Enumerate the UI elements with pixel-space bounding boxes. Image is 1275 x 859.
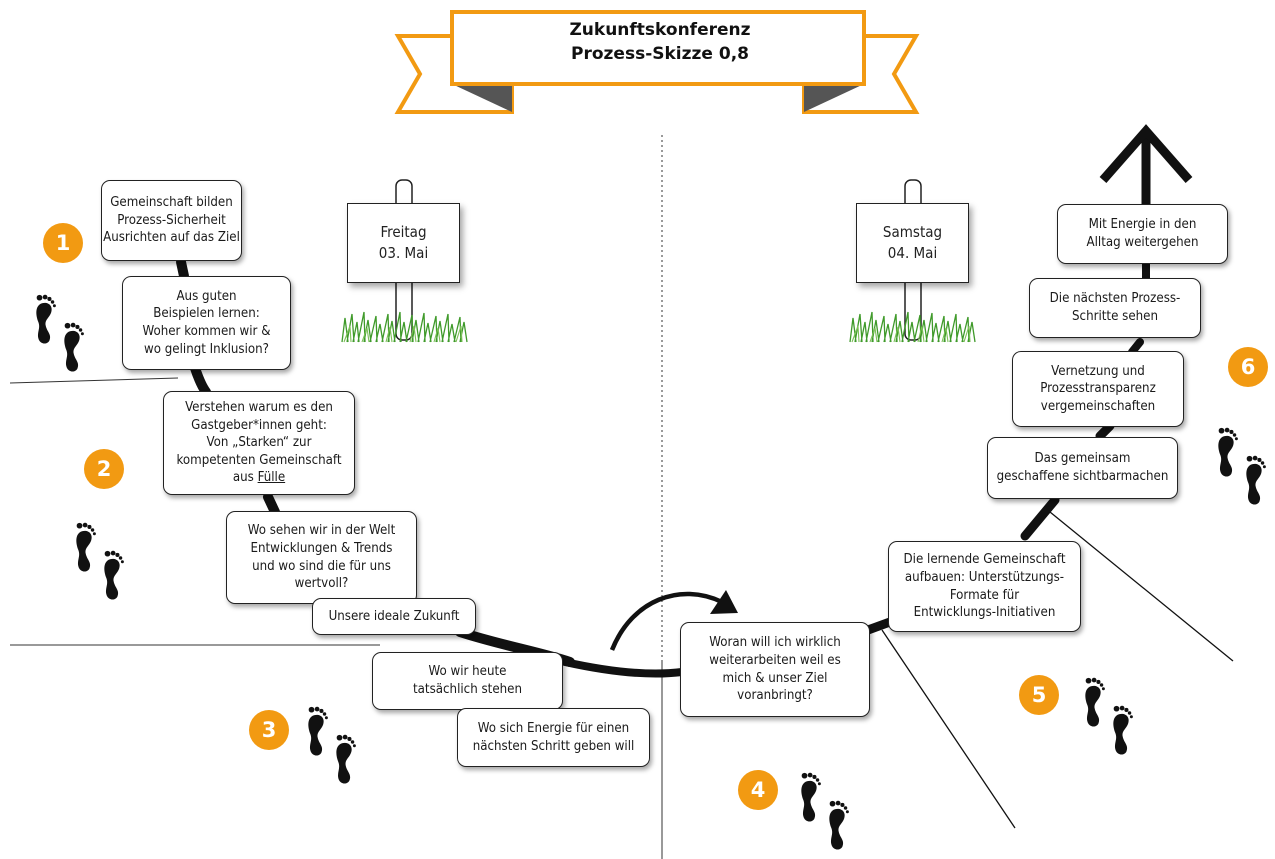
box-text-line: nächsten Schritt geben will <box>472 738 635 754</box>
box-text-line: Das gemeinsam <box>1034 451 1131 467</box>
box-verstehen-warum: Verstehen warum es den Gastgeber*innen g… <box>163 391 355 495</box>
diagonal-line-2 <box>1049 511 1234 662</box>
box-text-line: Die lernende Gemeinschaft <box>903 552 1066 568</box>
box-text-line: Unsere ideale Zukunft <box>328 608 460 624</box>
box-ideale-zukunft: Unsere ideale Zukunft <box>312 598 476 635</box>
box-lernende-gemeinschaft: Die lernende Gemeinschaft aufbauen: Unte… <box>888 541 1081 632</box>
box-text-underlined: Fülle <box>257 470 286 486</box>
footprints-icon <box>76 523 124 600</box>
box-text-line: Woher kommen wir & <box>142 324 271 339</box>
box-vernetzung: Vernetzung und Prozesstransparenz vergem… <box>1012 351 1184 427</box>
box-text-line: Die nächsten Prozess- <box>1049 291 1181 307</box>
box-naechste-prozess-schritte: Die nächsten Prozess- Schritte sehen <box>1029 278 1201 338</box>
box-text-line: wo gelingt Inklusion? <box>144 341 269 357</box>
process-path <box>176 257 1150 678</box>
sign-saturday: Samstag 04. Mai <box>856 203 969 283</box>
box-text-line: Formate für <box>949 587 1020 603</box>
box-text-line: Woran will ich wirklich <box>709 635 841 651</box>
box-text-line: und wo sind die für uns <box>252 558 391 574</box>
sign-date: 04. Mai <box>887 244 938 262</box>
box-text-line: voranbringt? <box>737 688 813 704</box>
box-text-line: Entwicklungen & Trends <box>250 540 393 556</box>
step-badge-3: 3 <box>249 710 289 750</box>
box-text-line: Verstehen warum es den <box>185 400 333 416</box>
box-text-line: vergemeinschaften <box>1040 398 1156 414</box>
box-text-line: Prozesstransparenz <box>1040 381 1156 397</box>
box-text-line: mich & unser Ziel <box>722 670 828 686</box>
box-text-line: Vernetzung und <box>1051 363 1145 379</box>
box-text-line: Beispielen lernen: <box>153 306 260 322</box>
left-horizontal-line-top <box>9 377 179 384</box>
step-badge-5: 5 <box>1019 675 1059 715</box>
sign-date: 03. Mai <box>378 244 429 262</box>
banner-ribbon <box>394 10 920 114</box>
step-badge-6: 6 <box>1228 347 1268 387</box>
box-gemeinschaft-bilden: Gemeinschaft bilden Prozess-Sicherheit A… <box>101 180 242 261</box>
box-text-prefix: aus <box>232 470 258 486</box>
box-text-line: Schritte sehen <box>1072 309 1158 324</box>
sign-day: Samstag <box>882 223 943 241</box>
box-text-line: wertvoll? <box>294 576 349 592</box>
box-wo-wir-heute: Wo wir heute tatsächlich stehen <box>372 652 563 710</box>
footprints-icon <box>308 707 356 784</box>
box-text-line: Gastgeber*innen geht: <box>191 417 327 433</box>
box-text-line: Entwicklungs-Initiativen <box>913 605 1056 621</box>
box-woran-weiterarbeiten: Woran will ich wirklich weiterarbeiten w… <box>680 622 870 717</box>
banner-title-line2: Prozess-Skizze 0,8 <box>571 44 749 64</box>
box-text-line: Mit Energie in den <box>1088 217 1197 233</box>
curved-arrow-icon <box>609 590 738 651</box>
box-text-line: Wo wir heute <box>428 664 507 680</box>
box-text-line: Wo sehen wir in der Welt <box>247 523 396 539</box>
box-energie-alltag: Mit Energie in den Alltag weitergehen <box>1057 204 1228 264</box>
box-text-line: aus Fülle <box>233 469 285 487</box>
box-welt-trends: Wo sehen wir in der Welt Entwicklungen &… <box>226 511 417 604</box>
box-text-line: Gemeinschaft bilden <box>110 195 233 211</box>
banner-title: Zukunftskonferenz Prozess-Skizze 0,8 <box>455 18 865 66</box>
sign-day: Freitag <box>380 223 427 241</box>
box-text-line: Von „Starken“ zur <box>206 435 312 451</box>
box-text-line: Ausrichten auf das Ziel <box>103 230 240 246</box>
step-badge-1: 1 <box>43 223 83 263</box>
footprints-icon <box>36 295 84 372</box>
arrow-up-icon <box>1099 124 1193 204</box>
box-aus-guten-beispielen: Aus guten Beispielen lernen: Woher komme… <box>122 276 291 370</box>
box-text-line: Aus guten <box>176 288 237 304</box>
box-text-line: Alltag weitergehen <box>1086 235 1199 250</box>
box-text-line: aufbauen: Unterstützungs- <box>904 569 1065 585</box>
box-text-line: weiterarbeiten weil es <box>709 652 841 668</box>
sign-friday: Freitag 03. Mai <box>347 203 460 283</box>
step-badge-2: 2 <box>84 449 124 489</box>
footprints-icon <box>1218 428 1266 505</box>
footprints-icon <box>1085 678 1133 755</box>
diagonal-line-1 <box>881 629 1016 829</box>
box-text-line: Wo sich Energie für einen <box>477 720 630 736</box>
banner-title-line1: Zukunftskonferenz <box>569 20 751 40</box>
footprints-icon <box>801 773 849 850</box>
box-energie-naechster-schritt: Wo sich Energie für einen nächsten Schri… <box>457 708 650 767</box>
box-text-line: geschaffene sichtbarmachen <box>996 469 1169 484</box>
box-text-line: tatsächlich stehen <box>413 682 522 697</box>
box-text-line: Prozess-Sicherheit <box>117 212 226 228</box>
step-badge-4: 4 <box>738 770 778 810</box>
box-sichtbarmachen: Das gemeinsam geschaffene sichtbarmachen <box>987 437 1178 499</box>
box-text-line: kompetenten Gemeinschaft <box>176 452 342 468</box>
